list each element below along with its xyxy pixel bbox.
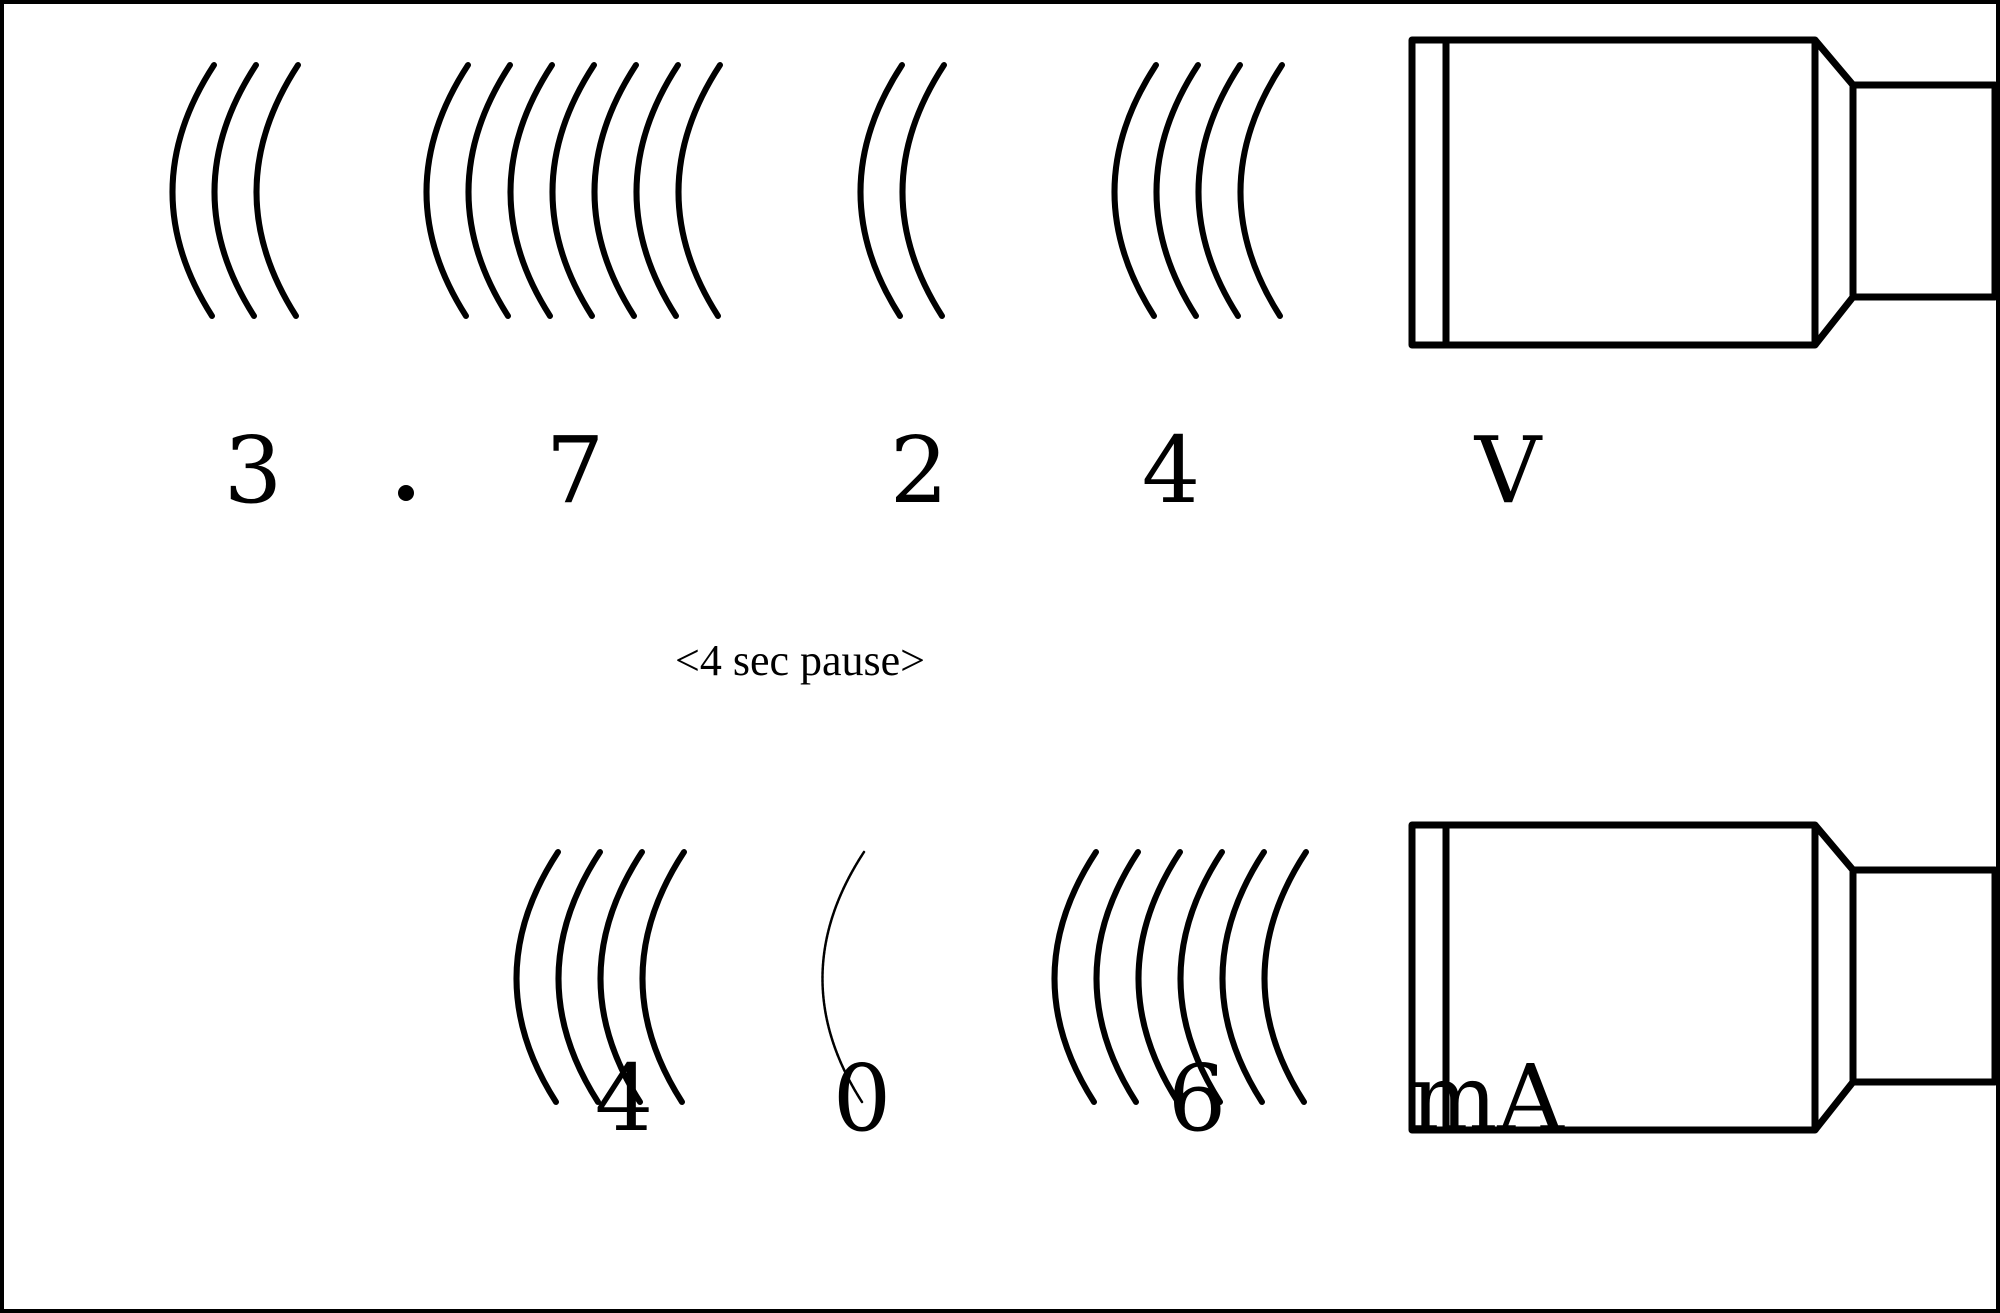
digit-label: 4 — [1142, 417, 1201, 524]
digit-label: 2 — [890, 417, 949, 524]
unit-label: V — [1474, 417, 1543, 524]
connector-plug-top — [1408, 36, 1999, 349]
pulse-arc — [639, 849, 687, 1105]
current-row: 4 0 6 mA — [513, 849, 1565, 1152]
pulse-arc — [169, 62, 217, 319]
pulse-arc — [211, 62, 259, 319]
pulse-arc — [1261, 849, 1309, 1105]
pulse-arc — [507, 62, 555, 319]
digit-label: 6 — [1168, 1045, 1227, 1152]
pulse-arc — [253, 62, 301, 319]
pulse-arc — [1219, 849, 1267, 1105]
pulse-arc — [549, 62, 597, 319]
digit-label: 7 — [546, 417, 605, 524]
pulse-arc — [899, 62, 947, 319]
pulse-arc — [1111, 62, 1159, 319]
digit-label: 0 — [833, 1045, 892, 1152]
digit-label: 3 — [224, 417, 283, 524]
connector-plug-bottom — [1408, 821, 1999, 1134]
digit-label: 4 — [595, 1045, 654, 1152]
pulse-arc — [1093, 849, 1141, 1105]
pulse-arc — [513, 849, 561, 1105]
pulse-arc — [633, 62, 681, 319]
pulse-arc — [555, 849, 603, 1105]
pulse-arc — [1051, 849, 1099, 1105]
unit-label: mA — [1410, 1045, 1565, 1152]
decimal-point — [398, 485, 414, 501]
voltage-row: 3 7 2 4 V — [169, 62, 1543, 524]
pulse-arc — [1177, 849, 1225, 1105]
pulse-arc — [1153, 62, 1201, 319]
zero-marker-arc — [821, 850, 866, 1104]
pulse-arc — [1135, 849, 1183, 1105]
pulse-arc — [597, 849, 645, 1105]
pulse-arc — [675, 62, 723, 319]
pulse-arc — [1195, 62, 1243, 319]
pulse-arc — [1237, 62, 1285, 319]
pulse-arc — [465, 62, 513, 319]
pulse-arc — [423, 62, 471, 319]
pause-label: <4 sec pause> — [675, 636, 925, 685]
pulse-arc — [591, 62, 639, 319]
pulse-arc — [857, 62, 905, 319]
